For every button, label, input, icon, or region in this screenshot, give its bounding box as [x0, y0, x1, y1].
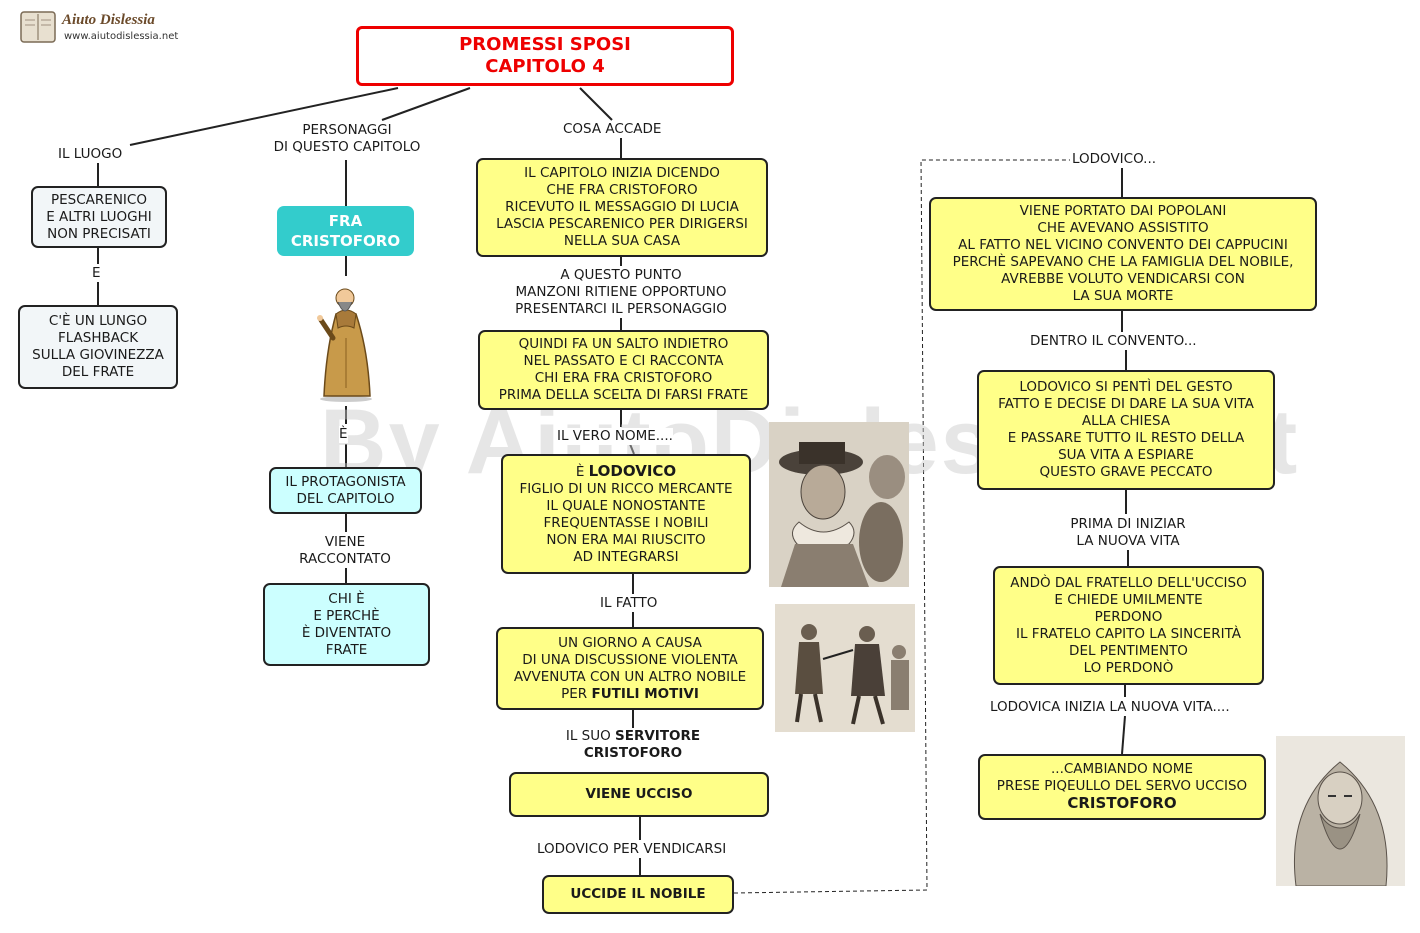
title-line: PROMESSI SPOSI [459, 34, 631, 55]
branch-label-luogo: IL LUOGO [58, 146, 123, 163]
friar-illustration [317, 288, 372, 402]
link-label-vendicarsi: LODOVICO PER VENDICARSI [537, 841, 727, 858]
fight-scene-image [775, 604, 915, 732]
book-icon [20, 11, 56, 43]
title-line: CAPITOLO 4 [485, 56, 605, 77]
link-label-lodovico: LODOVICO... [1072, 151, 1157, 168]
lodovico-portrait-image [769, 422, 909, 587]
link-label-dentro-convento: DENTRO IL CONVENTO... [1030, 333, 1197, 350]
box-viene-ucciso: VIENE UCCISO [509, 772, 769, 817]
branch-label-personaggi: PERSONAGGI DI QUESTO CAPITOLO [262, 122, 432, 156]
branch-label-cosa-accade: COSA ACCADE [563, 121, 662, 138]
logo-url: www.aiutodislessia.net [64, 31, 179, 42]
link-label-vero-nome: IL VERO NOME.... [557, 428, 673, 445]
box-uccide-nobile: UCCIDE IL NOBILE [542, 875, 734, 914]
friar-cristoforo-image [1276, 736, 1405, 886]
link-label-il-fatto: IL FATTO [600, 595, 658, 612]
link-label-e-accent: È [339, 426, 348, 443]
link-label-servitore: IL SUO SERVITORE CRISTOFORO [540, 728, 726, 762]
logo-title: Aiuto Dislessia [62, 12, 155, 28]
map-title: PROMESSI SPOSI CAPITOLO 4 [356, 26, 734, 86]
link-label-nuova-vita: LODOVICA INIZIA LA NUOVA VITA.... [990, 699, 1230, 716]
site-logo[interactable]: Aiuto Dislessia www.aiutodislessia.net [20, 10, 179, 46]
lodovico-name: LODOVICO [588, 461, 677, 480]
link-label-e: E [92, 265, 101, 282]
